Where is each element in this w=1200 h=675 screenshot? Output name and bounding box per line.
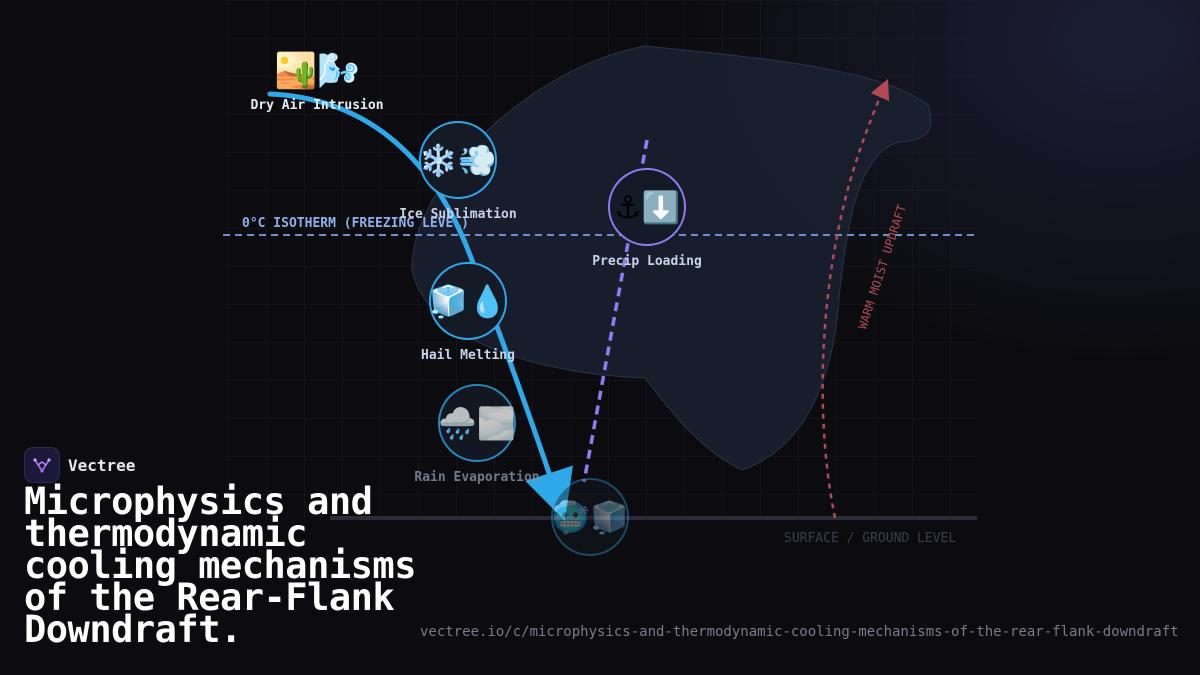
node-hail-melting: 🧊💧 Hail Melting bbox=[421, 262, 515, 363]
node-label: Precip Loading bbox=[592, 254, 702, 269]
isotherm-label: 0°C ISOTHERM (FREEZING LEVEL) bbox=[242, 216, 469, 231]
node-ice-sublimation: ❄️💨 Ice Sublimation bbox=[399, 121, 517, 222]
node-label: Rain Evaporation bbox=[414, 470, 539, 485]
desert-wind-icon: 🏜️🌬️ bbox=[275, 51, 360, 91]
anchor-down-icon: ⚓⬇️ bbox=[614, 189, 680, 226]
node-label: Dry Air Intrusion bbox=[250, 98, 383, 113]
node-dry-air: 🏜️🌬️ Dry Air Intrusion bbox=[250, 51, 383, 113]
node-ring bbox=[608, 168, 686, 246]
cold-face-ice-icon: 🥶🧊 bbox=[551, 498, 628, 536]
node-ring bbox=[429, 262, 507, 340]
rain-fog-icon: 🌧️🌫️ bbox=[438, 404, 515, 442]
page-title: Microphysics and thermodynamic cooling m… bbox=[24, 480, 416, 651]
surface-label: SURFACE / GROUND LEVEL bbox=[784, 531, 956, 546]
node-ring bbox=[419, 121, 497, 199]
brand: Vectree bbox=[24, 447, 135, 483]
node-rain-evaporation: 🌧️🌫️ Rain Evaporation bbox=[414, 384, 540, 485]
node-cold-pool: 🥶🧊 bbox=[551, 478, 629, 556]
node-ring bbox=[551, 478, 629, 556]
snowflake-wind-icon: ❄️💨 bbox=[419, 142, 496, 179]
node-ring bbox=[438, 384, 516, 462]
page-url[interactable]: vectree.io/c/microphysics-and-thermodyna… bbox=[420, 624, 1179, 640]
downdraft-flow-path bbox=[267, 91, 573, 521]
node-precip-loading: ⚓⬇️ Precip Loading bbox=[592, 168, 702, 269]
storm-cloud-shape bbox=[411, 45, 932, 471]
updraft-path bbox=[821, 78, 890, 519]
vectree-logo-icon bbox=[24, 447, 60, 483]
node-label: Hail Melting bbox=[421, 348, 515, 363]
node-label: Ice Sublimation bbox=[399, 207, 516, 222]
ice-drop-icon: 🧊💧 bbox=[429, 283, 506, 320]
precip-loading-path bbox=[582, 139, 649, 483]
brand-name: Vectree bbox=[68, 455, 136, 475]
